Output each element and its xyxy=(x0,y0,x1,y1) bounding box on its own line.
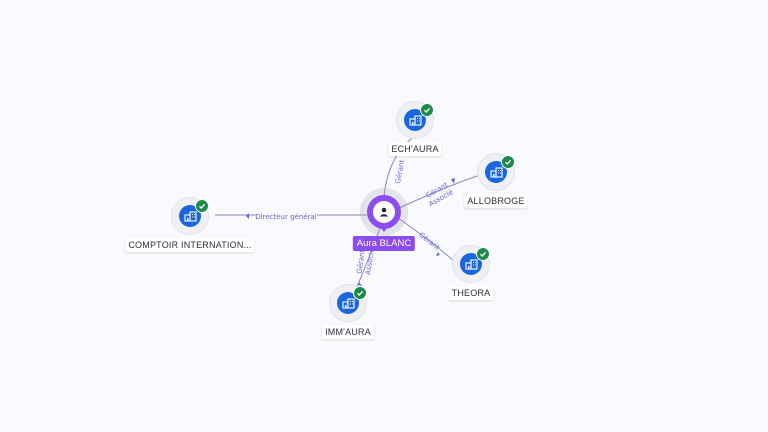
verified-check-icon xyxy=(353,286,367,300)
edge-arrow-allobroge xyxy=(451,178,455,184)
building-icon xyxy=(460,253,482,275)
edge-label-echaura: Gérant xyxy=(394,159,406,184)
node-label-theora[interactable]: THEORA xyxy=(448,286,494,300)
building-icon xyxy=(179,205,201,227)
edge-allobroge xyxy=(398,174,481,209)
person-label[interactable]: Aura BLANC xyxy=(352,236,416,251)
verified-check-icon xyxy=(420,103,434,117)
edge-arrow-theora xyxy=(436,252,440,256)
node-label-allobroge[interactable]: ALLOBROGE xyxy=(464,194,528,208)
building-icon xyxy=(404,109,426,131)
verified-check-icon xyxy=(501,155,515,169)
verified-check-icon xyxy=(476,247,490,261)
building-icon xyxy=(485,161,507,183)
node-label-immaura[interactable]: IMM'AURA xyxy=(322,325,374,339)
verified-check-icon xyxy=(195,199,209,213)
building-icon xyxy=(337,292,359,314)
edge-label-comptoir: Directeur général xyxy=(255,213,316,221)
edge-echaura xyxy=(383,137,413,197)
node-label-echaura[interactable]: ECH'AURA xyxy=(388,142,442,156)
edge-arrow-comptoir xyxy=(246,213,249,219)
edge-theora xyxy=(397,217,456,263)
edge-arrow-immaura xyxy=(358,282,362,286)
edge-label-theora: Gérant xyxy=(417,231,441,252)
person-pin[interactable] xyxy=(367,195,401,229)
person-icon xyxy=(373,201,395,223)
edge-label-immaura-2: Associé xyxy=(364,248,376,275)
node-label-comptoir[interactable]: COMPTOIR INTERNATION... xyxy=(125,238,255,252)
edge-label-immaura-1: Gérant xyxy=(355,249,366,274)
